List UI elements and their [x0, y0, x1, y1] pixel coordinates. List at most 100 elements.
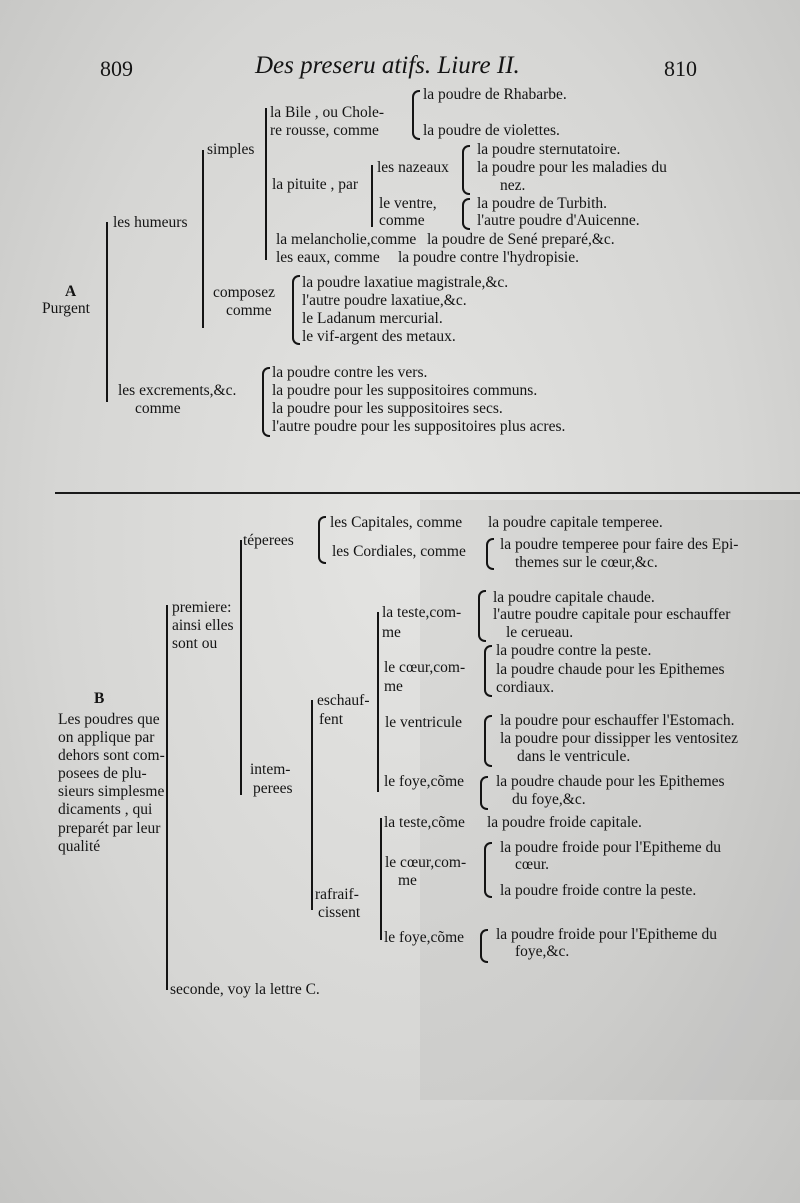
text-line: la Bile , ou Chole-: [270, 104, 385, 121]
text-line: themes sur le cœur,&c.: [515, 554, 658, 571]
text-line: les nazeaux: [377, 159, 449, 176]
text-line: nez.: [500, 177, 526, 194]
text-line: les excrements,&c.: [118, 382, 237, 399]
text-line: comme: [226, 302, 272, 319]
text-line: la poudre contre les vers.: [272, 364, 428, 381]
text-line: la poudre froide pour l'Epitheme du: [496, 926, 718, 943]
text-line: eschauf-: [317, 692, 370, 709]
text-line: la poudre de Sené preparé,&c.: [427, 231, 615, 248]
text-line: la poudre chaude pour les Epithemes: [496, 661, 725, 678]
text-line: le ventricule: [385, 714, 463, 731]
description-line: qualité: [58, 838, 101, 855]
bracket-line: [371, 165, 373, 227]
text-line: dans le ventricule.: [517, 748, 631, 765]
page-number-right: 810: [664, 56, 697, 81]
text-line: la poudre contre l'hydropisie.: [398, 249, 579, 266]
brace: [462, 198, 470, 230]
text-line: cissent: [318, 904, 361, 921]
brace: [486, 538, 494, 570]
text-line: foye,&c.: [515, 943, 570, 960]
text-line: la poudre froide capitale.: [487, 814, 642, 831]
text-line: me: [398, 872, 417, 889]
text-line: la poudre de Turbith.: [477, 195, 608, 212]
text-line: la poudre de violettes.: [423, 122, 560, 139]
bracket-line: [380, 818, 382, 940]
bracket-line: [202, 150, 204, 328]
bracket-line: [377, 612, 379, 792]
brace: [484, 842, 492, 898]
text-line: téperees: [243, 532, 294, 549]
text-line: la poudre pour les maladies du: [477, 159, 667, 176]
description-line: sieurs simplesme: [58, 783, 165, 800]
text-line: ainsi elles: [172, 617, 234, 634]
text-line: la poudre capitale temperee.: [488, 514, 663, 531]
text-line: la teste,cõme: [384, 814, 465, 831]
text-line: rafraif-: [315, 886, 359, 903]
running-title: Des preseru atifs. Liure II.: [255, 52, 520, 79]
text-line: seconde, voy la lettre C.: [170, 981, 320, 998]
description-line: dehors sont com-: [58, 747, 165, 764]
description-line: posees de plu-: [58, 765, 147, 782]
text-line: cœur.: [515, 856, 550, 873]
brace: [412, 90, 420, 140]
bracket-line: [311, 700, 313, 910]
text-line: comme: [135, 400, 181, 417]
text-line: cordiaux.: [496, 679, 555, 696]
bleed-through-shadow: [420, 500, 800, 1100]
brace: [478, 590, 486, 642]
brace: [262, 367, 270, 437]
text-line: le Ladanum mercurial.: [302, 310, 443, 327]
text-line: re rousse, comme: [270, 122, 379, 139]
text-line: sont ou: [172, 635, 218, 652]
text-line: les humeurs: [113, 214, 188, 231]
text-line: me: [384, 678, 403, 695]
bracket-line: [240, 540, 242, 795]
text-line: le vif-argent des metaux.: [302, 328, 456, 345]
text-line: la poudre pour les suppositoires secs.: [272, 400, 503, 417]
bracket-line: [106, 222, 108, 402]
text-line: composez: [213, 284, 275, 301]
text-line: le ventre,: [379, 195, 437, 212]
text-line: la poudre pour les suppositoires communs…: [272, 382, 538, 399]
text-line: me: [382, 624, 401, 641]
text-line: la teste,com-: [382, 604, 462, 621]
text-line: la poudre sternutatoire.: [477, 141, 621, 158]
brace: [462, 145, 470, 195]
text-line: l'autre poudre d'Auicenne.: [477, 212, 640, 229]
description-line: Les poudres que: [58, 711, 160, 728]
brace: [292, 275, 300, 345]
section-divider: [55, 492, 800, 494]
brace: [318, 516, 326, 564]
text-line: perees: [253, 780, 293, 797]
text-line: premiere:: [172, 599, 232, 616]
text-line: la poudre pour eschauffer l'Estomach.: [500, 712, 735, 729]
bracket-line: [265, 108, 267, 260]
text-line: intem-: [250, 761, 291, 778]
text-line: la poudre froide contre la peste.: [500, 882, 697, 899]
text-line: la poudre temperee pour faire des Epi-: [500, 536, 739, 553]
text-line: la poudre capitale chaude.: [493, 589, 655, 606]
brace: [480, 929, 488, 963]
text-line: l'autre poudre pour les suppositoires pl…: [272, 418, 566, 435]
text-line: l'autre poudre capitale pour eschauffer: [493, 606, 731, 623]
brace: [484, 645, 492, 697]
brace: [480, 776, 488, 810]
description-line: preparét par leur: [58, 820, 161, 837]
text-line: les Capitales, comme: [330, 514, 463, 531]
text-line: le foye,cõme: [384, 773, 465, 790]
description-line: on applique par: [58, 729, 155, 746]
description-line: dicaments , qui: [58, 801, 153, 818]
brace: [484, 715, 492, 767]
text-line: fent: [319, 711, 344, 728]
text-line: la melancholie,comme: [276, 231, 417, 248]
text-line: les eaux, comme: [276, 249, 380, 266]
text-line: la pituite , par: [272, 176, 359, 193]
text-line: du foye,&c.: [512, 791, 586, 808]
text-line: la poudre laxatiue magistrale,&c.: [302, 274, 509, 291]
text-line: la poudre contre la peste.: [496, 642, 652, 659]
section-label: B: [94, 690, 105, 707]
text-line: le foye,cõme: [384, 929, 465, 946]
text-line: le cerueau.: [506, 624, 574, 641]
text-line: l'autre poudre laxatiue,&c.: [302, 292, 467, 309]
text-line: le cœur,com-: [385, 854, 467, 871]
